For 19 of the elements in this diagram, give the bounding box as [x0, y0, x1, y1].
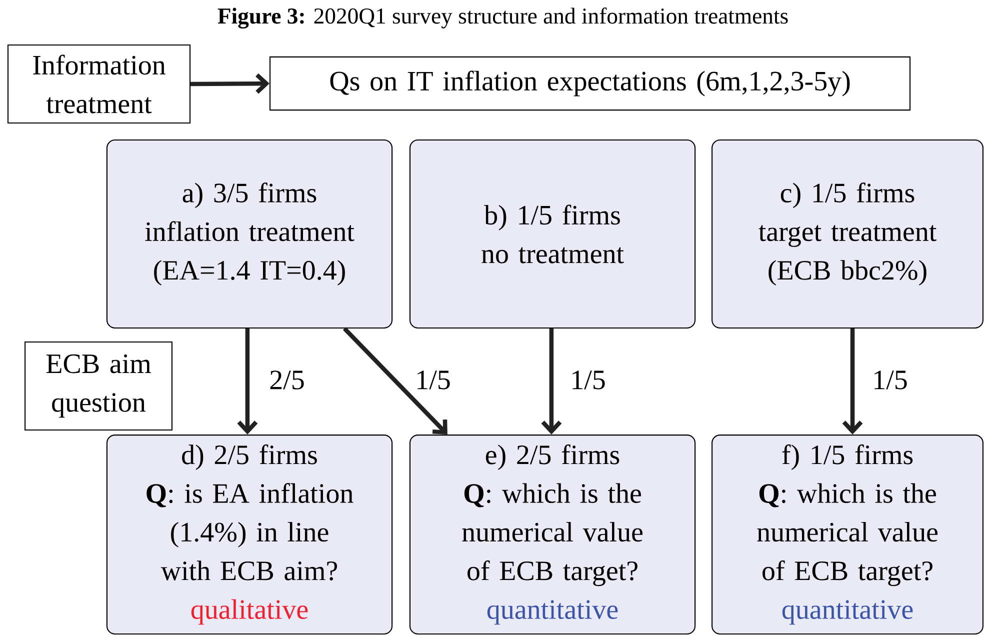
edge-label: 1/5	[568, 369, 608, 391]
treatment-box: Information treatment	[7, 44, 191, 124]
arrow	[190, 73, 270, 94]
group-box: e) 2/5 firms Q: which is the numerical value of ECB target? quantitative	[409, 434, 696, 634]
group-box: f) 1/5 firms Q: which is the numerical value of ECB target? quantitative	[712, 434, 984, 634]
arrow	[342, 327, 448, 434]
group-box: a) 3/5 firms inflation treatment (EA=1.4 IT=0.4)	[106, 139, 393, 329]
figure-title: Figure 3: 2020Q1 survey structure and information treatments	[218, 8, 788, 28]
edge-label: 1/5	[870, 369, 910, 391]
question-box: Qs on IT inflation expectations (6m,1,2,3-5y)	[269, 56, 911, 111]
group-box: b) 1/5 firms no treatment	[409, 139, 696, 329]
edge-label: 1/5	[414, 369, 452, 391]
arrow	[237, 328, 258, 434]
question-box: ECB aim question	[24, 341, 172, 431]
group-box: c) 1/5 firms target treatment (ECB bbc2%)	[712, 139, 984, 329]
arrow	[541, 328, 562, 434]
edge-label: 2/5	[268, 369, 306, 391]
group-box: d) 2/5 firms Q: is EA inflation (1.4%) in line with ECB aim? qualitative	[106, 434, 393, 634]
arrow	[842, 328, 863, 434]
